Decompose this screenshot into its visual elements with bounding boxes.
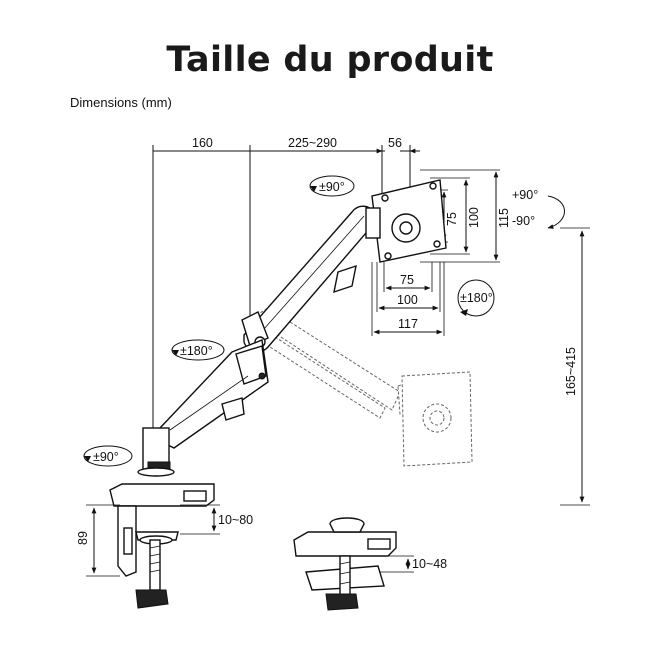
dim-clamp-height: 89 — [76, 531, 90, 545]
page-title: Taille du produit — [166, 40, 494, 80]
dim-vesa-h-100: 100 — [397, 293, 418, 307]
height-dimension: 165~415 — [560, 227, 590, 506]
rot-elbow-rotate: ±180° — [180, 344, 213, 358]
vesa-plate — [365, 179, 447, 263]
dim-vesa-h-117: 117 — [398, 317, 418, 331]
rot-monitor-swivel: ±90° — [319, 180, 345, 194]
upper-arm-segment — [241, 205, 375, 353]
rot-monitor-rotate: ±180° — [460, 291, 493, 305]
vesa-horizontal-dimensions: 75 100 117 — [371, 262, 445, 336]
grommet-mount — [293, 517, 397, 611]
units-label: Dimensions (mm) — [70, 95, 172, 110]
elbow-rotate-indicator: ±180° — [171, 339, 225, 361]
tilt-indicator: +90° -90° — [512, 188, 565, 229]
lowered-arm-ghost — [251, 307, 473, 467]
rot-tilt-up: +90° — [512, 188, 538, 202]
monitor-rotate-indicator: ±180° — [457, 279, 495, 317]
dim-vesa-v-100: 100 — [467, 207, 481, 228]
dim-vesa-v-115: 115 — [497, 208, 511, 228]
grommet-dimension: 10~48 — [380, 555, 447, 573]
base-swivel-indicator: ±90° — [83, 445, 133, 467]
dim-vesa-offset: 56 — [388, 136, 402, 150]
dim-arm-reach-2: 225~290 — [288, 136, 337, 150]
monitor-swivel-indicator: ±90° — [309, 175, 355, 197]
desk-clamp — [109, 483, 215, 609]
dim-vesa-h-75: 75 — [400, 273, 414, 287]
dim-height-range: 165~415 — [564, 347, 578, 396]
dim-arm-reach-1: 160 — [192, 136, 213, 150]
top-dimension-line: 160 225~290 56 — [152, 136, 420, 430]
clamp-dimensions: 89 10~80 — [76, 504, 253, 577]
lower-arm-segment — [157, 339, 269, 449]
dim-vesa-v-75: 75 — [445, 212, 459, 226]
rot-base-swivel: ±90° — [93, 450, 119, 464]
rot-tilt-down: -90° — [512, 214, 535, 228]
dim-clamp-range: 10~80 — [218, 513, 253, 527]
base-column — [137, 427, 175, 477]
dim-grommet-range: 10~48 — [412, 557, 447, 571]
